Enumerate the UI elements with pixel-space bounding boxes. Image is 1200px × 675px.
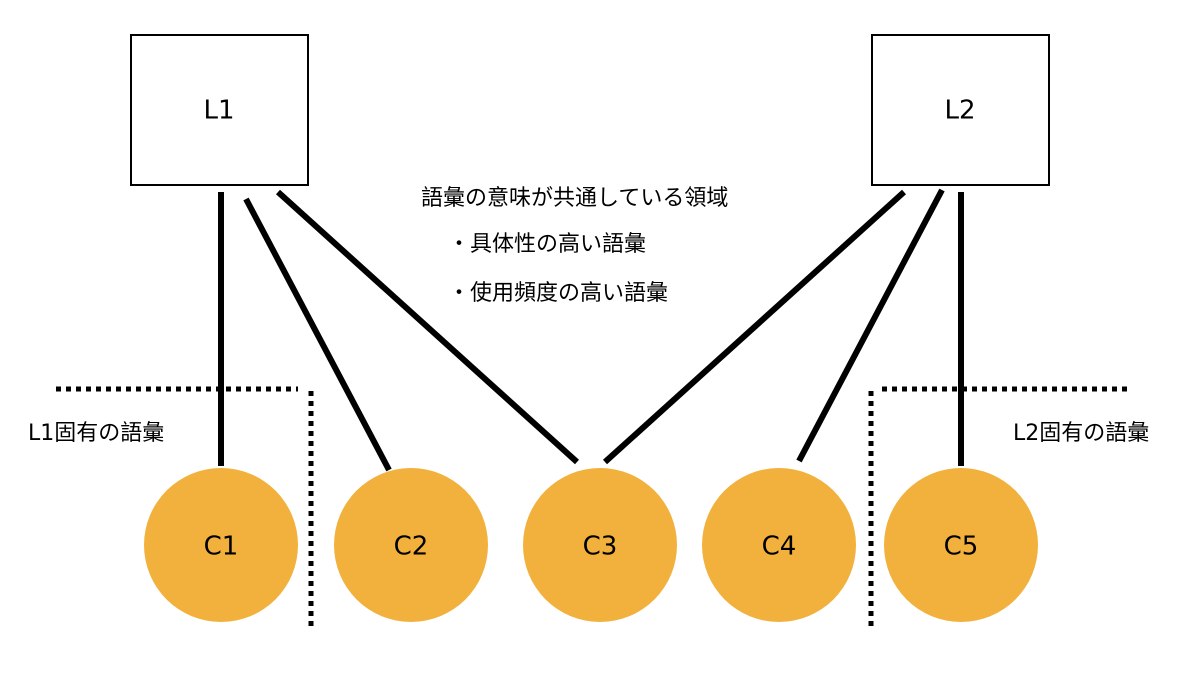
c2-circle xyxy=(334,468,488,622)
c4-circle xyxy=(702,468,856,622)
shared-region-item-concreteness: ・具体性の高い語彙 xyxy=(448,232,646,257)
c1-label: C1 xyxy=(204,532,239,562)
link-l1-c3 xyxy=(275,189,580,465)
c5-label: C5 xyxy=(944,532,979,562)
l2-label: L2 xyxy=(944,96,975,126)
l1-label: L1 xyxy=(203,96,234,126)
c3-node: C3 xyxy=(523,468,677,622)
c5-node: C5 xyxy=(884,468,1038,622)
link-l2-c3 xyxy=(602,189,907,465)
c1-circle xyxy=(144,468,298,622)
l2-node: L2 xyxy=(871,34,1050,186)
l2-box xyxy=(871,34,1050,186)
link-l2-c4 xyxy=(796,188,945,463)
c4-label: C4 xyxy=(762,532,797,562)
l1-specific-label: L1固有の語彙 xyxy=(28,421,164,446)
c2-node: C2 xyxy=(334,468,488,622)
shared-region-item-frequency: ・使用頻度の高い語彙 xyxy=(448,281,668,306)
c2-label: C2 xyxy=(394,532,429,562)
c3-label: C3 xyxy=(583,532,618,562)
link-l1-c2 xyxy=(243,197,392,472)
c1-node: C1 xyxy=(144,468,298,622)
shared-region-title: 語彙の意味が共通している領域 xyxy=(421,186,728,211)
l1-box xyxy=(130,34,309,186)
l2-specific-label: L2固有の語彙 xyxy=(1013,421,1149,446)
c4-node: C4 xyxy=(702,468,856,622)
l1-node: L1 xyxy=(130,34,309,186)
c3-circle xyxy=(523,468,677,622)
c5-circle xyxy=(884,468,1038,622)
